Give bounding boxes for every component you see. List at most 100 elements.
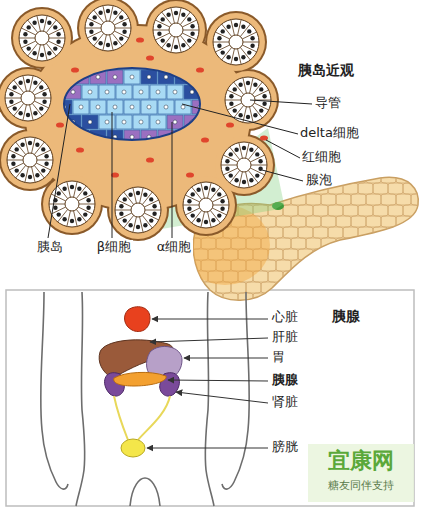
part-label: 心脏	[272, 310, 298, 325]
organ-arrow	[168, 380, 268, 381]
nucleus	[226, 24, 230, 28]
islet-cell	[175, 130, 191, 144]
acinar-cell-wall	[23, 76, 27, 92]
nucleus	[225, 159, 229, 163]
lobule	[328, 205, 343, 216]
lobule	[306, 260, 321, 271]
acinus	[213, 19, 259, 65]
lobule	[306, 216, 321, 227]
nucleus	[98, 41, 102, 45]
lobule	[396, 260, 411, 271]
nucleus	[217, 213, 221, 217]
acinar-cell-wall	[32, 167, 36, 183]
islet-cell	[116, 55, 132, 69]
acinar-cell-wall	[35, 98, 51, 99]
lobule	[373, 205, 388, 216]
nucleus	[122, 60, 126, 64]
nucleus	[11, 154, 15, 158]
lobule	[411, 172, 421, 183]
nucleus	[191, 192, 195, 196]
lobule	[403, 227, 418, 238]
acinus	[19, 15, 65, 61]
lobule	[381, 238, 396, 249]
lobule	[411, 194, 421, 205]
acinar-cell-wall	[145, 210, 161, 211]
islet-cell	[99, 85, 115, 99]
lobule	[411, 238, 421, 249]
nucleus	[70, 185, 74, 189]
lobule	[321, 216, 336, 227]
nucleus	[32, 20, 36, 24]
acinar-cell-wall	[140, 188, 144, 204]
nucleus	[105, 90, 109, 94]
acinar-cell-wall	[201, 212, 205, 228]
acinar-cell-wall	[231, 49, 235, 65]
nucleus	[233, 108, 237, 112]
lobule	[313, 271, 328, 282]
organ-arrow	[152, 319, 268, 320]
nucleus	[250, 44, 254, 48]
nucleus	[217, 44, 221, 48]
acinus-shape	[115, 187, 161, 233]
lobule	[283, 249, 298, 260]
acinar-cell-wall	[230, 147, 240, 160]
acinar-cell-wall	[14, 80, 24, 93]
acinus	[5, 75, 51, 121]
acinar-cell-wall	[210, 210, 220, 223]
nucleus	[234, 178, 238, 182]
islet-cell	[124, 130, 140, 144]
lobule	[336, 282, 351, 293]
nucleus	[181, 12, 185, 16]
acinar-cell-wall	[74, 211, 78, 227]
nucleus	[164, 105, 168, 109]
lobule	[321, 260, 336, 271]
duct	[229, 35, 243, 49]
nucleus	[187, 199, 191, 203]
duct	[237, 158, 251, 172]
lobule	[388, 227, 403, 238]
nucleus	[181, 135, 185, 139]
islet-cell	[48, 55, 64, 69]
nucleus	[89, 30, 93, 34]
nucleus	[119, 36, 123, 40]
nucleus	[173, 120, 177, 124]
nucleus	[161, 38, 165, 42]
acinar-cell-wall	[240, 47, 250, 60]
acinar-cell-wall	[178, 8, 182, 24]
acinar-cell-wall	[23, 105, 27, 121]
nucleus	[229, 152, 233, 156]
lobule	[366, 194, 381, 205]
nucleus	[262, 94, 266, 98]
lobule	[298, 205, 313, 216]
acinar-cell-wall	[103, 6, 107, 22]
nucleus	[96, 75, 100, 79]
red-blood-cell	[226, 122, 234, 127]
nucleus	[229, 173, 233, 177]
tissue-ground	[177, 176, 235, 234]
islet-cell	[167, 115, 183, 129]
acinar-cell-wall	[110, 35, 114, 51]
lobule	[403, 271, 418, 282]
lobule	[268, 249, 283, 260]
nucleus	[83, 212, 87, 216]
lobule	[343, 205, 358, 216]
duct	[21, 91, 35, 105]
part-label: 膀胱	[272, 440, 298, 455]
lobule	[343, 183, 358, 194]
nucleus	[229, 94, 233, 98]
lobule	[418, 293, 421, 304]
panel-heading: 胰岛近观	[298, 62, 354, 78]
nucleus	[42, 92, 46, 96]
lobule	[343, 271, 358, 282]
nucleus	[233, 87, 237, 91]
tissue-ground	[109, 181, 167, 239]
nucleus	[122, 22, 126, 26]
acinus-shape	[19, 15, 65, 61]
nucleus	[139, 90, 143, 94]
tissue-ground	[219, 71, 277, 129]
nucleus	[166, 43, 170, 47]
acinar-cell-wall	[19, 38, 35, 39]
lobule	[291, 238, 306, 249]
acinar-cell-wall	[183, 205, 199, 206]
nucleus	[44, 162, 48, 166]
